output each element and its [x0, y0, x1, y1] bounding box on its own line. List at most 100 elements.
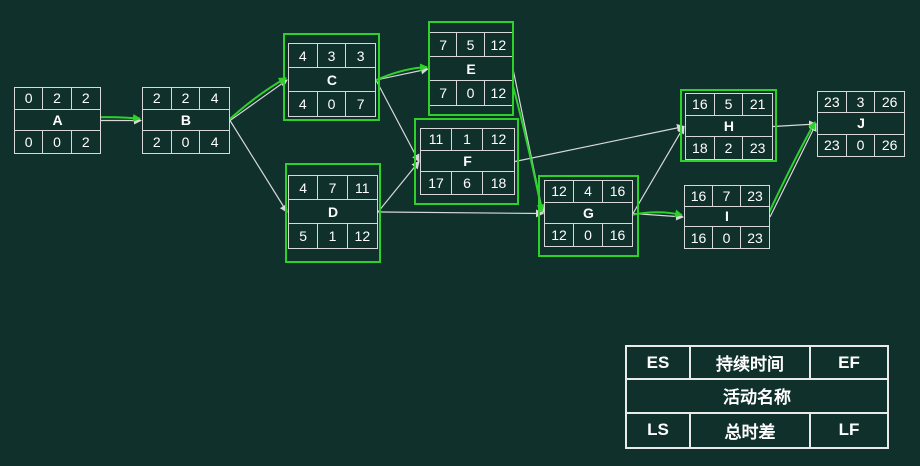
node-lf: 23 — [747, 229, 763, 246]
node-name: C — [289, 68, 375, 92]
node-d: 7 — [713, 186, 741, 207]
legend-activity-name: 活动名称 — [723, 388, 791, 408]
node-ef: 23 — [741, 186, 769, 207]
node-ls: 5 — [289, 224, 319, 248]
node-tf: 0 — [847, 134, 876, 156]
node-es: 0 — [15, 88, 44, 110]
edge-f-h — [514, 124, 685, 163]
node-es: 4 — [289, 176, 319, 200]
node-es: 23 — [818, 92, 847, 114]
node-name: H — [686, 116, 772, 138]
node-ls: 12 — [545, 224, 574, 246]
node-tf: 0 — [318, 92, 347, 116]
node-ls: 7 — [430, 81, 458, 105]
critical-mark-i-j — [765, 121, 816, 220]
node-tf: 1 — [318, 224, 348, 248]
node-ls: 2 — [143, 131, 172, 153]
node-d: 7 — [318, 176, 348, 200]
node-ef: 16 — [603, 181, 632, 203]
node-d: 5 — [714, 94, 744, 116]
edge-d-f — [377, 160, 420, 213]
edge-b-c — [229, 79, 288, 121]
edge-d-g — [377, 209, 544, 218]
critical-mark-b-c — [225, 77, 287, 124]
edge-b-d — [229, 120, 288, 213]
node-d: 1 — [452, 129, 483, 151]
edge-c-f — [375, 79, 420, 163]
node-lf: 23 — [749, 140, 766, 157]
node-es: 16 — [685, 186, 713, 207]
node-es: 16 — [686, 94, 715, 116]
node-lf: 7 — [356, 96, 365, 112]
node-name: A — [15, 110, 100, 132]
node-name: D — [289, 200, 377, 224]
edge-i-j — [769, 123, 817, 218]
legend-ls: LS — [627, 413, 691, 447]
legend-box: ES 持续时间 EF 活动名称 LS 总时差 LF — [625, 345, 889, 449]
node-tf: 6 — [452, 172, 483, 194]
node-lf: 2 — [81, 134, 90, 151]
node-ls: 4 — [289, 92, 318, 116]
node-tf: 0 — [172, 131, 201, 153]
node-ef: 26 — [875, 92, 904, 114]
node-lf: 26 — [881, 137, 898, 154]
edge-h-j — [772, 120, 817, 129]
node-name: G — [545, 203, 632, 225]
node-d: 3 — [317, 44, 347, 68]
node-name: F — [421, 151, 514, 173]
critical-mark-g-i — [628, 209, 683, 218]
node-d: 2 — [171, 88, 201, 110]
node-name: B — [143, 110, 229, 132]
node-d: 5 — [457, 33, 485, 57]
legend-lf: LF — [838, 420, 860, 440]
node-tf: 0 — [457, 81, 485, 105]
node-ef: 12 — [483, 129, 514, 151]
node-d: 4 — [574, 181, 603, 203]
critical-mark-c-e — [371, 63, 428, 83]
node-ls: 18 — [686, 137, 715, 159]
node-ef: 11 — [347, 176, 377, 200]
node-lf: 18 — [490, 175, 507, 192]
node-tf: 0 — [713, 227, 741, 248]
node-d: 3 — [846, 92, 876, 114]
node-name: I — [685, 207, 769, 228]
node-ls: 0 — [15, 131, 44, 153]
legend-ef: EF — [838, 352, 860, 372]
node-es: 7 — [430, 33, 458, 57]
legend-total-float: 总时差 — [691, 413, 811, 447]
node-lf: 16 — [609, 227, 626, 244]
node-ls: 17 — [421, 172, 452, 194]
node-name: J — [818, 113, 904, 135]
node-lf: 4 — [210, 134, 219, 151]
edge-c-e — [375, 66, 429, 81]
node-ef: 21 — [743, 94, 772, 116]
legend-es: ES — [627, 347, 691, 379]
node-es: 11 — [421, 129, 452, 151]
node-ef: 2 — [71, 88, 100, 110]
node-ls: 16 — [685, 227, 713, 248]
node-tf: 0 — [43, 131, 72, 153]
legend-duration: 持续时间 — [691, 347, 811, 379]
node-ef: 4 — [200, 88, 229, 110]
node-ls: 23 — [818, 134, 847, 156]
edge-g-h — [632, 125, 685, 214]
node-tf: 0 — [574, 224, 603, 246]
node-lf: 12 — [354, 228, 371, 244]
node-name: E — [430, 57, 512, 81]
node-ef: 3 — [346, 44, 375, 68]
node-ef: 12 — [484, 33, 512, 57]
node-d: 2 — [43, 88, 72, 110]
node-es: 12 — [545, 181, 574, 203]
node-lf: 12 — [490, 85, 507, 101]
node-tf: 2 — [715, 137, 744, 159]
